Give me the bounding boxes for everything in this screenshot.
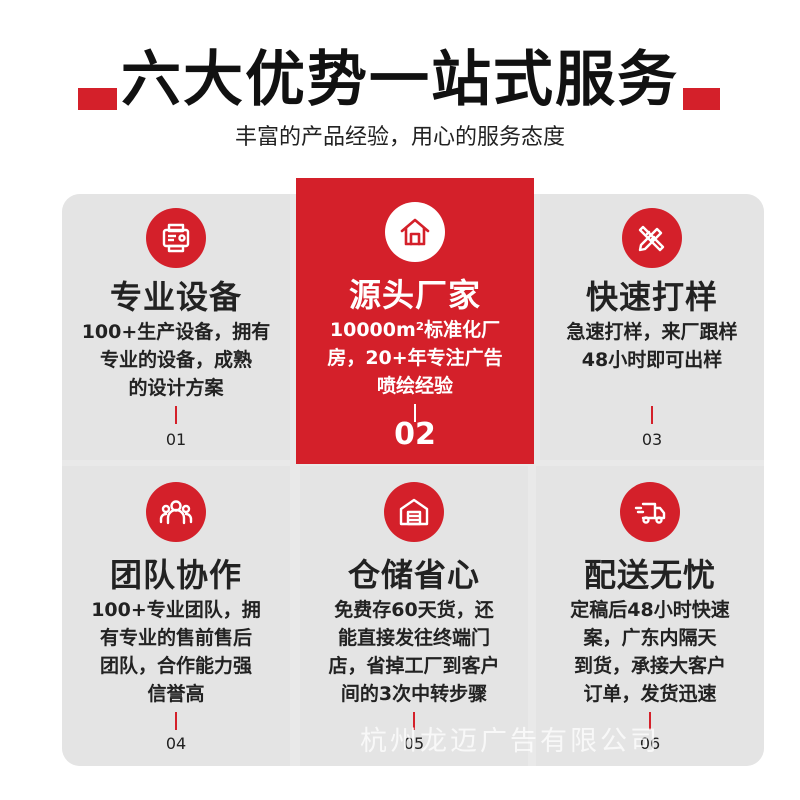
team-icon	[146, 482, 206, 542]
pencil-ruler-icon	[622, 208, 682, 268]
delivery-truck-icon	[620, 482, 680, 542]
card-number: 06	[639, 734, 661, 753]
warehouse-icon	[384, 482, 444, 542]
page-title: 六大优势一站式服务	[0, 44, 800, 116]
card-tick	[414, 404, 416, 422]
feature-card-storage: 仓储省心 免费存60天货，还 能直接发往终端门 店，省掉工厂到客户 间的3次中转…	[300, 466, 528, 766]
machine-icon	[146, 208, 206, 268]
feature-card-sampling: 快速打样 急速打样，来厂跟样 48小时即可出样 03	[540, 194, 764, 460]
card-description: 免费存60天货，还 能直接发往终端门 店，省掉工厂到客户 间的3次中转步骤	[328, 599, 500, 705]
feature-card-factory: 源头厂家 10000m²标准化厂 房，20+年专注广告 喷绘经验 02	[296, 178, 534, 464]
card-description: 急速打样，来厂跟样 48小时即可出样	[566, 321, 738, 371]
card-tick	[413, 712, 415, 730]
card-title: 源头厂家	[348, 276, 481, 314]
card-tick	[649, 712, 651, 730]
page-subtitle: 丰富的产品经验，用心的服务态度	[234, 125, 565, 150]
card-number: 02	[394, 417, 436, 452]
card-title: 配送无忧	[583, 556, 716, 594]
card-tick	[175, 406, 177, 424]
card-description: 定稿后48小时快速 案，广东内隔天 到货，承接大客户 订单，发货迅速	[570, 599, 730, 705]
company-watermark: 杭州龙迈广告有限公司	[360, 726, 660, 757]
card-number: 03	[641, 430, 663, 449]
card-title: 专业设备	[109, 278, 242, 316]
feature-card-delivery: 配送无忧 定稿后48小时快速 案，广东内隔天 到货，承接大客户 订单，发货迅速 …	[536, 466, 764, 766]
card-description: 10000m²标准化厂 房，20+年专注广告 喷绘经验	[327, 319, 503, 397]
card-title: 团队协作	[109, 556, 242, 594]
card-description: 100+生产设备，拥有 专业的设备，成熟 的设计方案	[81, 321, 271, 399]
feature-card-team: 团队协作 100+专业团队，拥 有专业的售前售后 团队，合作能力强 信誉高 04	[62, 466, 290, 766]
house-icon	[385, 202, 445, 262]
card-title: 仓储省心	[347, 556, 480, 594]
card-title: 快速打样	[585, 278, 718, 316]
card-tick	[651, 406, 653, 424]
card-number: 04	[165, 734, 187, 753]
card-number: 05	[403, 734, 425, 753]
card-description: 100+专业团队，拥 有专业的售前售后 团队，合作能力强 信誉高	[91, 599, 261, 705]
feature-card-equipment: 专业设备 100+生产设备，拥有 专业的设备，成熟 的设计方案 01	[62, 194, 290, 460]
card-number: 01	[165, 430, 187, 449]
card-tick	[175, 712, 177, 730]
